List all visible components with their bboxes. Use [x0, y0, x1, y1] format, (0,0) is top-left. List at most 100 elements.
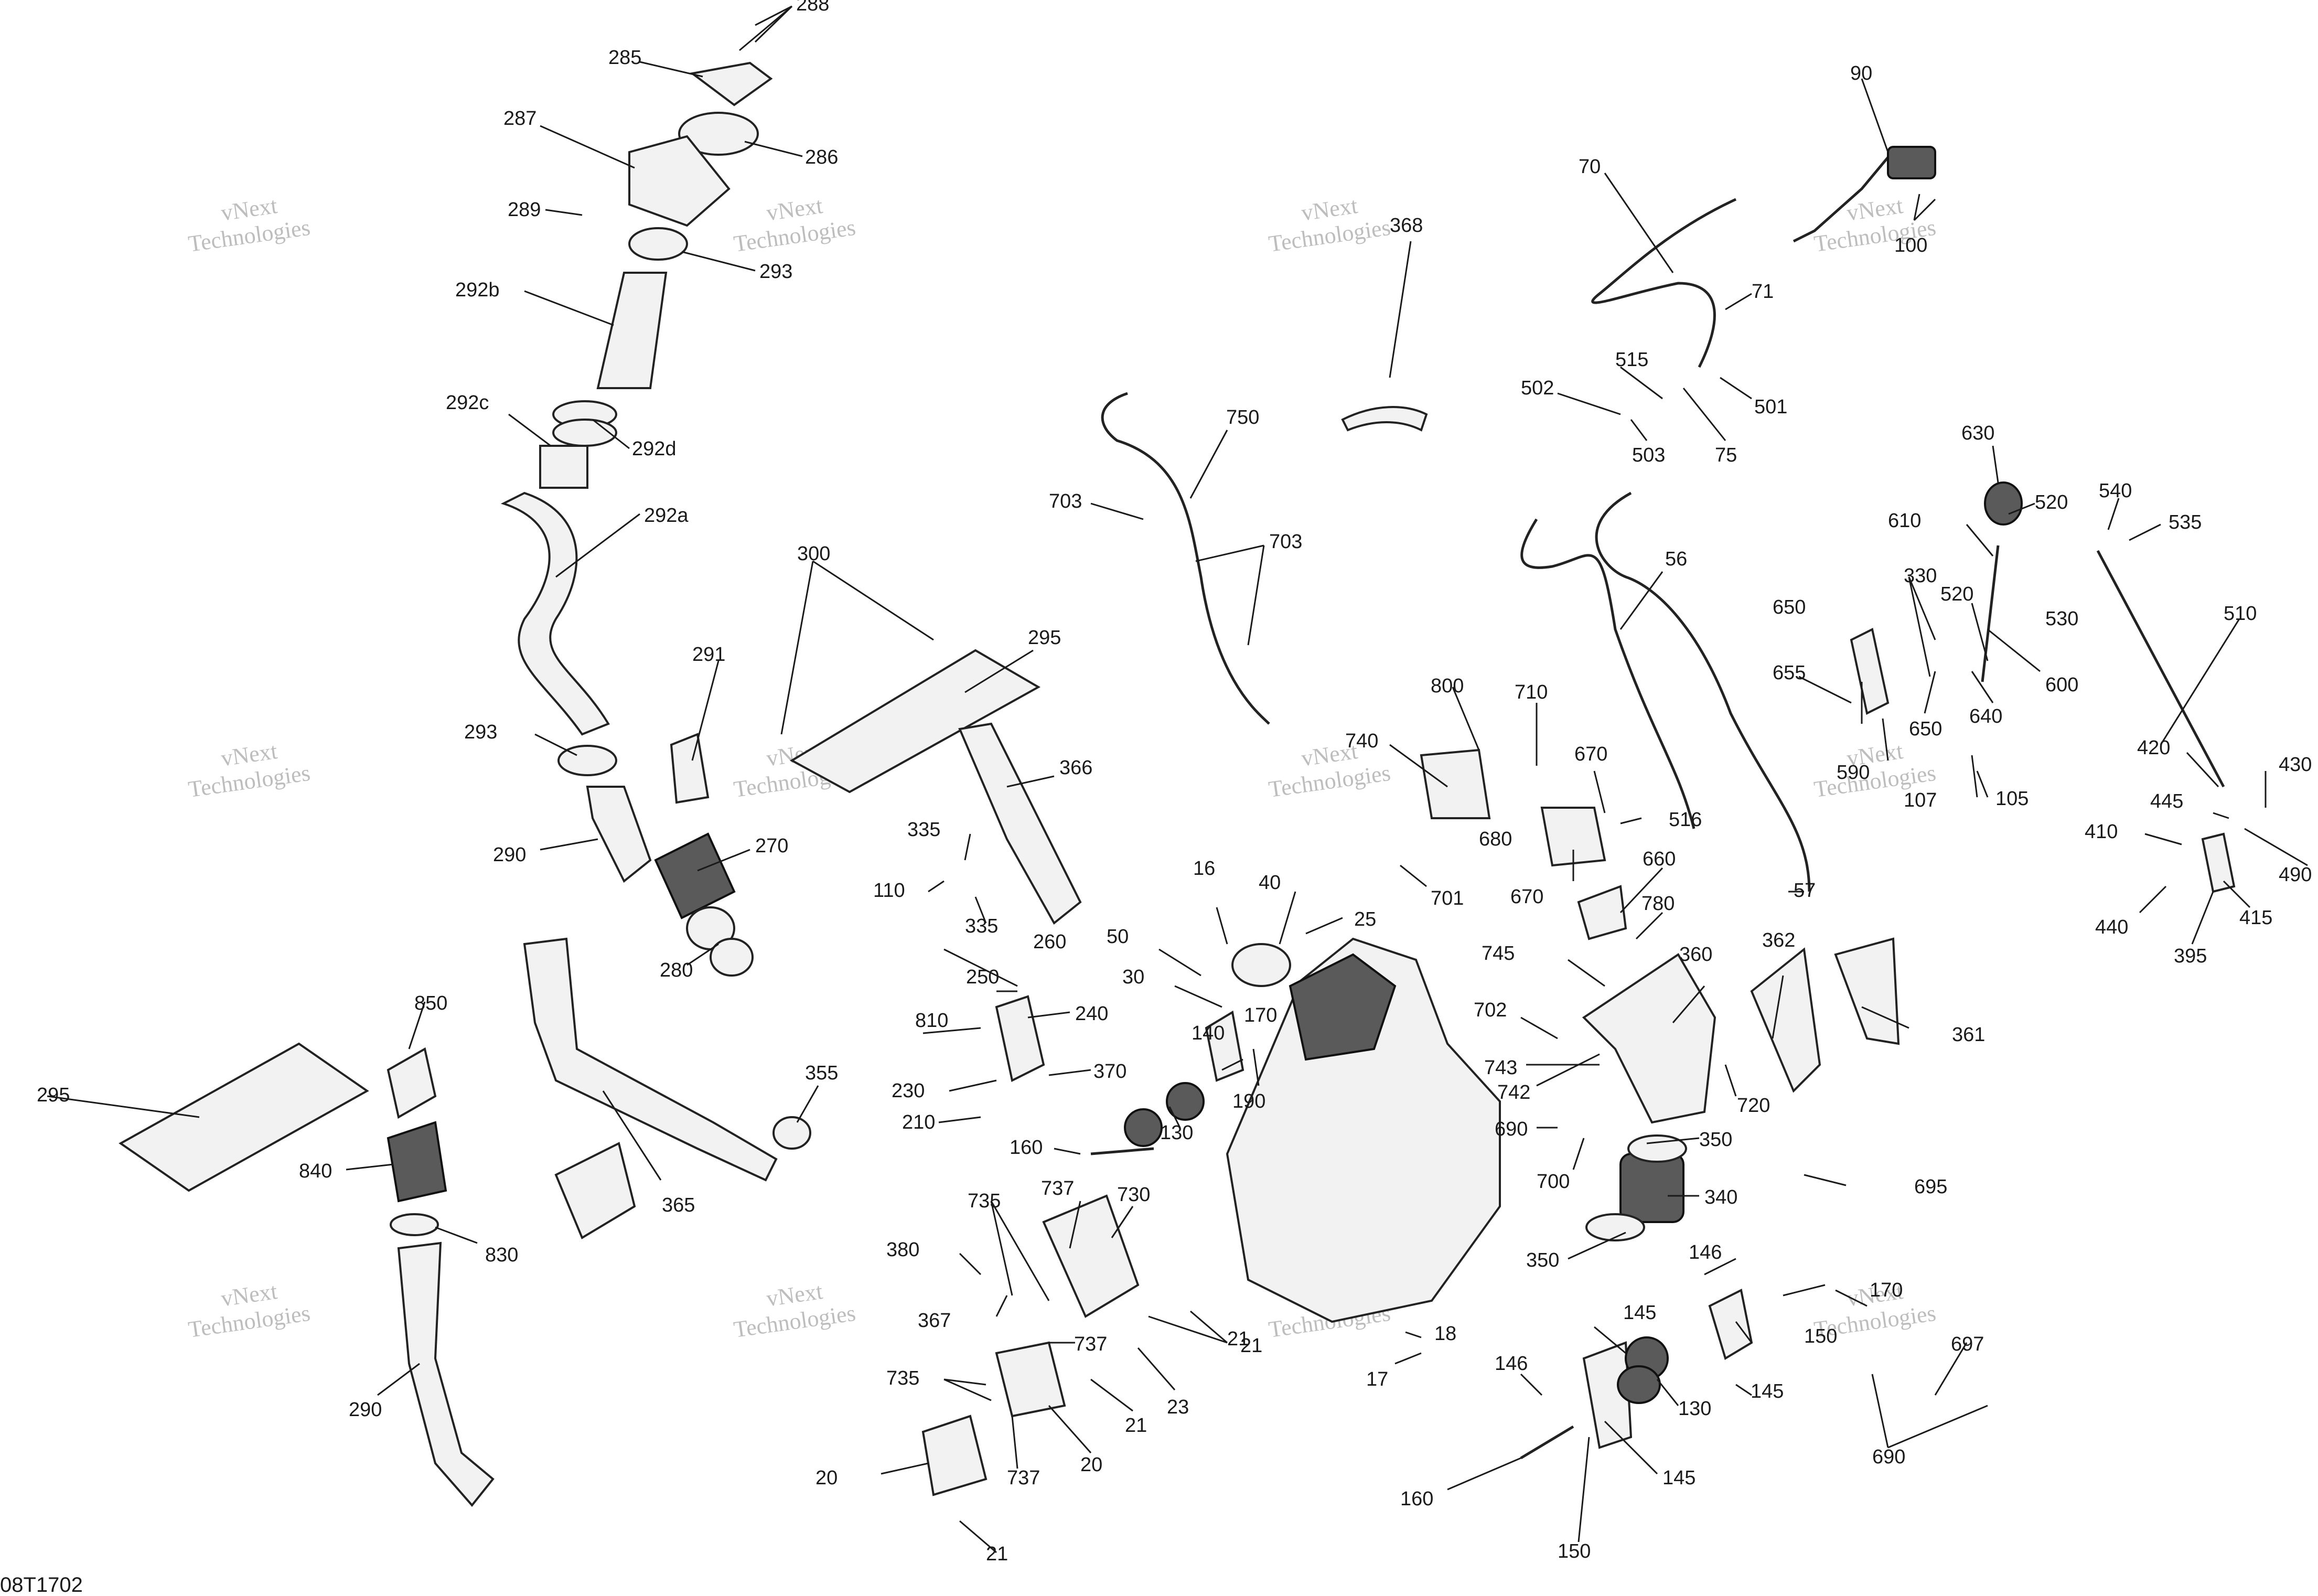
bolt-part — [1520, 1425, 1574, 1460]
callout-label: 395 — [2174, 945, 2207, 967]
callout-label: 840 — [299, 1160, 332, 1182]
callout-label: 502 — [1521, 377, 1554, 399]
callout-label: 655 — [1773, 662, 1806, 684]
callout-label: 690 — [1872, 1446, 1905, 1468]
callout-label: 737 — [1007, 1467, 1040, 1489]
boot-part — [387, 1121, 447, 1203]
callout-label: 690 — [1495, 1118, 1528, 1140]
callout-label: 515 — [1615, 349, 1648, 371]
callout-label: 21 — [1125, 1415, 1147, 1437]
callout-label: 503 — [1632, 444, 1665, 466]
callout-label: 750 — [1226, 406, 1259, 429]
module-part — [921, 1415, 988, 1496]
heat-shield-part — [1834, 937, 1900, 1045]
callout-label: 170 — [1244, 1004, 1277, 1026]
callout-label: 660 — [1643, 848, 1676, 870]
coupler-part — [654, 832, 736, 919]
shield-arc-part — [1341, 406, 1428, 432]
callout-label: 380 — [886, 1239, 919, 1261]
rod-part — [2096, 550, 2225, 788]
callout-label: 490 — [2279, 864, 2312, 886]
callout-label: 365 — [662, 1194, 695, 1216]
callout-label: 335 — [907, 819, 940, 841]
callout-label: 100 — [1894, 234, 1927, 256]
callout-label: 230 — [892, 1080, 925, 1102]
callout-label: 160 — [1010, 1137, 1043, 1159]
callout-label: 370 — [1093, 1061, 1126, 1083]
callout-label: 360 — [1679, 944, 1712, 966]
callout-label: 367 — [918, 1310, 951, 1332]
duct-part — [500, 491, 610, 736]
callout-label: 56 — [1665, 548, 1687, 570]
mount-part — [1708, 1289, 1753, 1361]
callout-label: 160 — [1400, 1488, 1433, 1510]
callout-label: 292c — [446, 392, 489, 414]
callout-label: 287 — [503, 108, 536, 130]
callout-label: 737 — [1074, 1333, 1107, 1355]
callout-label: 21 — [1240, 1335, 1262, 1357]
cable-part — [1520, 518, 1695, 829]
clamp-part — [710, 938, 754, 977]
callout-label: 330 — [1904, 565, 1937, 587]
callout-label: 20 — [815, 1467, 838, 1489]
callout-label: 145 — [1751, 1380, 1784, 1402]
callout-label: 695 — [1914, 1176, 1947, 1198]
watermark-9: vNext Technologies — [187, 1278, 312, 1343]
ring-part — [552, 419, 617, 447]
callout-label: 445 — [2150, 790, 2183, 812]
bracket-part — [1540, 807, 1606, 867]
callout-label: 293 — [464, 721, 497, 743]
callout-label: 720 — [1737, 1095, 1770, 1117]
callout-label: 540 — [2099, 480, 2132, 502]
bracket-part — [995, 1341, 1066, 1418]
cable-part — [1101, 392, 1270, 725]
ring-part — [390, 1213, 439, 1236]
bracket-part — [1420, 748, 1491, 819]
hose-part — [523, 937, 778, 1182]
watermark-3: vNext Technologies — [1267, 192, 1392, 257]
callout-label: 18 — [1434, 1323, 1456, 1345]
callout-label: 75 — [1715, 444, 1737, 466]
callout-label: 361 — [1952, 1024, 1985, 1046]
elbow-part — [670, 733, 710, 804]
callout-label: 250 — [966, 966, 999, 988]
callout-label: 286 — [805, 146, 838, 168]
muffler-inlet-part — [1582, 953, 1716, 1124]
cable-part — [1591, 198, 1737, 368]
callout-label: 17 — [1366, 1368, 1388, 1390]
callout-label: 50 — [1107, 926, 1129, 948]
callout-label: 630 — [1961, 422, 1994, 444]
callout-label: 30 — [1122, 966, 1144, 988]
callout-label: 21 — [986, 1543, 1008, 1565]
callout-label: 130 — [1160, 1122, 1193, 1144]
callout-label: 737 — [1041, 1177, 1074, 1199]
callout-label: 535 — [2169, 511, 2202, 533]
callout-label: 420 — [2137, 737, 2170, 759]
callout-label: 210 — [902, 1111, 935, 1133]
callout-label: 780 — [1641, 893, 1675, 915]
engine-head-part — [1289, 953, 1397, 1061]
callout-label: 350 — [1699, 1129, 1732, 1151]
callout-label: 140 — [1192, 1022, 1225, 1044]
callout-label: 290 — [349, 1399, 382, 1421]
parts — [119, 61, 2236, 1507]
callout-label: 362 — [1762, 929, 1795, 951]
switch-part — [1887, 146, 1936, 179]
callout-label: 680 — [1479, 828, 1512, 850]
bracket-part — [1850, 628, 1890, 715]
bracket-part — [995, 995, 1045, 1082]
callout-label: 16 — [1193, 858, 1215, 880]
callout-label: 300 — [797, 543, 830, 565]
callout-label: 735 — [886, 1367, 919, 1389]
callout-label: 366 — [1059, 757, 1092, 779]
callout-label: 291 — [692, 644, 725, 666]
callout-label: 292a — [644, 505, 689, 527]
intake-ring-part — [678, 112, 759, 156]
callout-label: 610 — [1888, 510, 1921, 532]
callout-label: 510 — [2224, 603, 2257, 625]
mount-part — [1582, 1341, 1633, 1449]
callout-label: 430 — [2279, 754, 2312, 776]
callout-label: 150 — [1558, 1540, 1591, 1562]
sleeve-part — [539, 445, 588, 489]
bracket-part — [1577, 885, 1627, 940]
